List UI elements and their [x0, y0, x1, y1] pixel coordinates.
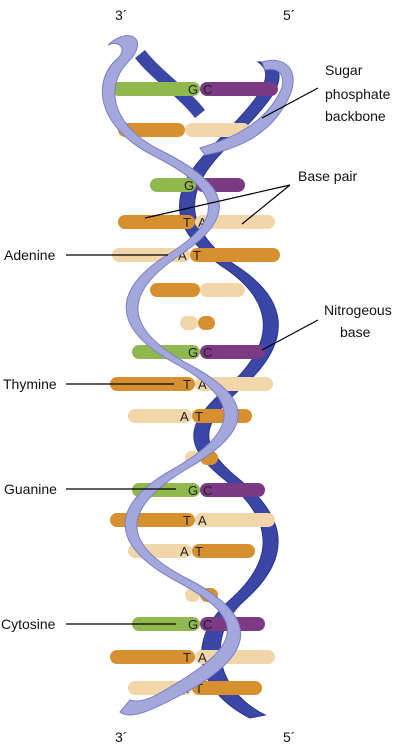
base-letter-left-9: T — [183, 377, 191, 392]
top-left-end-label: 3´ — [115, 7, 127, 23]
sugar-phosphate-label: Sugar phosphate backbone — [325, 62, 394, 124]
base-left-1 — [112, 82, 200, 96]
base-left-4 — [118, 215, 195, 229]
base-left-3 — [150, 178, 196, 192]
base-letter-left-16: G — [188, 617, 198, 632]
base-left-7 — [180, 316, 198, 330]
base-right-7 — [198, 316, 215, 330]
base-letter-left-1: G — [188, 82, 198, 97]
base-pair-label: Base pair — [298, 168, 357, 184]
base-right-18 — [192, 681, 262, 695]
base-letter-right-9: A — [198, 377, 207, 392]
base-letter-right-5: T — [193, 248, 201, 263]
nitrogenous-label-line-2: base — [340, 324, 371, 340]
nitrogenous-leader — [261, 319, 319, 351]
nitrogenous-base-label: Nitrogeous base — [324, 302, 396, 340]
cytosine-label: Cytosine — [1, 616, 56, 632]
base-letter-left-12: G — [188, 483, 198, 498]
base-letter-right-12: C — [203, 483, 212, 498]
base-letter-right-10: T — [195, 409, 203, 424]
base-letter-left-8: G — [188, 345, 198, 360]
sugar-phosphate-label-line-2: phosphate — [325, 86, 391, 102]
guanine-label: Guanine — [4, 481, 57, 497]
front-sugar-phosphate-strand — [101, 35, 294, 716]
base-letter-left-17: T — [183, 650, 191, 665]
base-pair-leader-right — [241, 184, 291, 225]
base-left-17 — [110, 650, 195, 664]
base-letter-left-3: G — [184, 178, 194, 193]
front-strand-ribbon — [101, 35, 242, 716]
base-pair-7 — [180, 316, 215, 330]
bottom-left-end-label: 3´ — [115, 729, 127, 745]
base-letter-right-1: C — [203, 82, 212, 97]
top-right-end-label: 5´ — [283, 7, 295, 23]
base-right-6 — [200, 283, 245, 297]
base-right-2 — [185, 123, 250, 137]
base-left-6 — [150, 283, 200, 297]
base-letter-left-10: A — [180, 409, 189, 424]
base-right-13 — [195, 513, 275, 527]
sugar-phosphate-label-line-3: backbone — [325, 108, 386, 124]
adenine-label: Adenine — [4, 247, 56, 263]
base-pair-6 — [150, 283, 245, 297]
base-letter-right-13: A — [198, 513, 207, 528]
base-right-14 — [192, 544, 255, 558]
base-right-5 — [190, 248, 280, 262]
thymine-label: Thymine — [3, 376, 57, 392]
base-letter-right-8: C — [203, 345, 212, 360]
base-letter-left-13: T — [183, 513, 191, 528]
base-pair-2 — [118, 123, 250, 137]
base-letter-right-18: T — [195, 681, 203, 696]
base-letter-right-16: C — [203, 617, 212, 632]
base-pair-leader-left — [144, 184, 291, 219]
bottom-right-end-label: 5´ — [283, 729, 295, 745]
base-right-12 — [200, 483, 265, 497]
base-letter-right-17: A — [198, 650, 207, 665]
nitrogenous-label-line-1: Nitrogeous — [324, 302, 392, 318]
base-letter-left-5: A — [178, 248, 187, 263]
base-letter-left-4: T — [183, 215, 191, 230]
base-right-8 — [200, 345, 265, 359]
sugar-phosphate-leader — [261, 87, 319, 119]
sugar-phosphate-label-line-1: Sugar — [325, 62, 363, 78]
base-left-10 — [128, 409, 192, 423]
leader-lines — [66, 87, 319, 625]
base-letter-left-14: A — [180, 544, 189, 559]
base-letter-right-4: A — [198, 215, 207, 230]
front-strand-ribbon-top-right — [199, 59, 294, 156]
base-letter-right-14: T — [195, 544, 203, 559]
base-right-1 — [200, 82, 278, 96]
